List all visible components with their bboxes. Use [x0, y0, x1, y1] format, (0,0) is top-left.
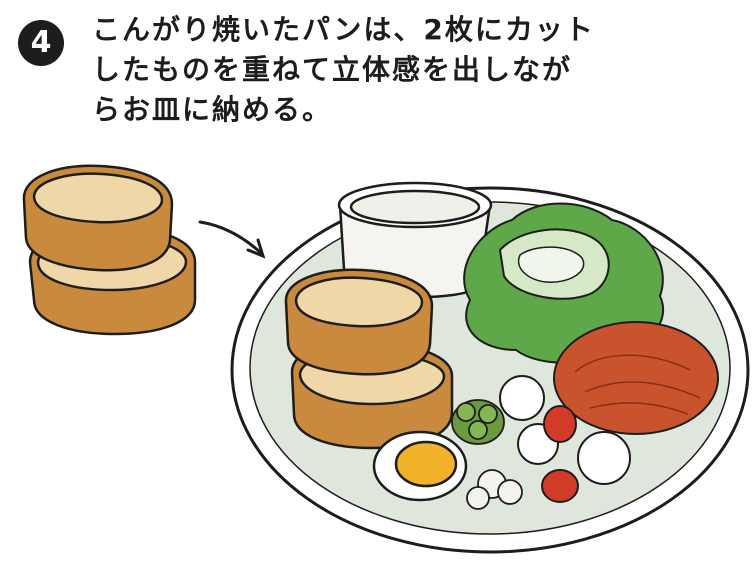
carrot-salad: [553, 321, 719, 435]
instruction-caption: こんがり焼いたパンは、2枚にカット したものを重ねて立体感を出しなが らお皿に納…: [92, 10, 692, 130]
cherry-tomatoes: [541, 405, 579, 503]
caption-line-1: こんがり焼いたパンは、2枚にカット: [92, 13, 595, 46]
broccoli: [451, 399, 505, 445]
stacked-bread-left: [22, 164, 197, 336]
cauliflower: [466, 469, 523, 510]
step-number-badge: 4: [16, 18, 66, 68]
boiled-egg: [372, 430, 468, 502]
stacked-bread-plate: [284, 268, 454, 450]
caption-line-3: らお皿に納める。: [92, 93, 333, 126]
arrow-icon: [198, 220, 266, 259]
step-circle-icon: [18, 20, 64, 66]
step-number: 4: [30, 25, 52, 60]
lettuce: [463, 202, 665, 364]
caption-line-2: したものを重ねて立体感を出しなが: [92, 53, 573, 86]
